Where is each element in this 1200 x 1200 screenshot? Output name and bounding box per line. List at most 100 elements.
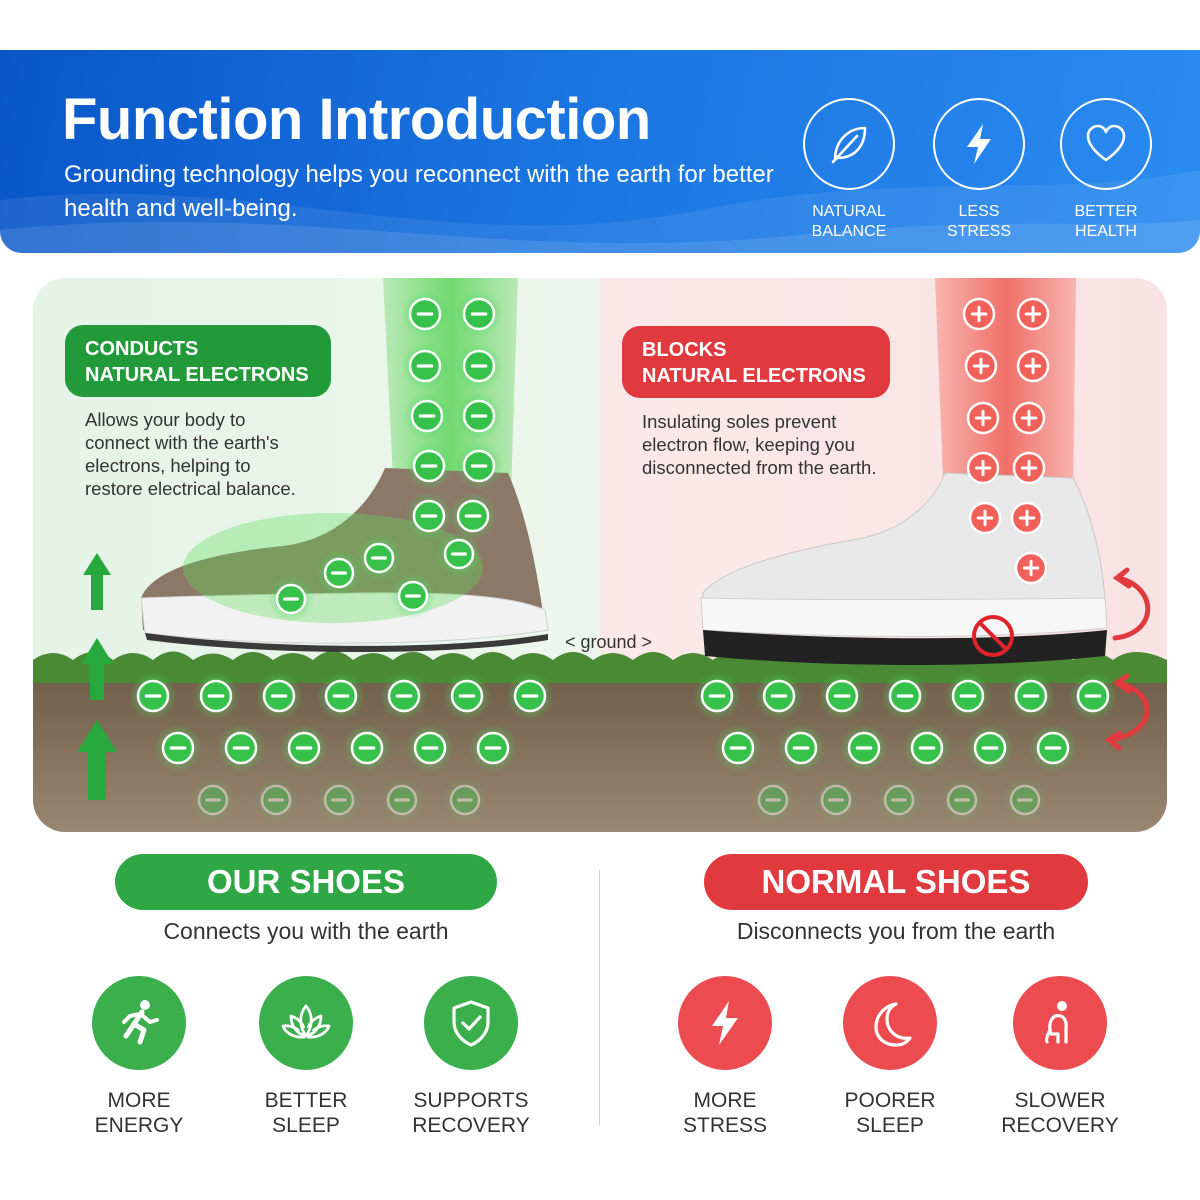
header-banner: Function Introduction Grounding technolo… [0,50,1200,253]
negative-electron-icon [390,573,436,619]
blocks-electrons-callout: BLOCKS NATURAL ELECTRONS [622,326,890,398]
negative-electron-icon [755,672,803,720]
running-person-icon [92,976,186,1070]
negative-electron-icon [449,492,497,540]
negative-electron-icon [217,724,265,772]
feature-slower-recovery: SLOWER RECOVERY [980,976,1140,1138]
benefit-label: NATURAL BALANCE [811,203,887,240]
positive-charge-icon [1012,451,1046,485]
negative-electron-icon [840,724,888,772]
negative-electron-icon [818,672,866,720]
feature-label: MORE STRESS [682,1089,768,1137]
negative-electron-icon [693,672,741,720]
negative-electron-icon [777,724,825,772]
tired-person-icon [1013,976,1107,1070]
negative-electron-icon [1002,777,1048,823]
negative-electron-icon [154,724,202,772]
feature-label: SUPPORTS RECOVERY [412,1089,530,1137]
benefit-label: LESS STRESS [946,203,1011,240]
feature-better-sleep: BETTER SLEEP [226,976,386,1138]
lotus-icon [259,976,353,1070]
negative-electron-icon [356,535,402,581]
benefit-label: BETTER HEALTH [1074,203,1138,240]
negative-electron-icon [268,576,314,622]
page-subtitle: Grounding technology helps you reconnect… [64,161,774,222]
conducts-electrons-callout: CONDUCTS NATURAL ELECTRONS [65,325,331,397]
grounding-illustration-panel: CONDUCTS NATURAL ELECTRONS Allows your b… [33,278,1167,832]
negative-electron-icon [405,442,453,490]
negative-electron-icon [939,777,985,823]
negative-electron-icon [944,672,992,720]
moon-icon [843,976,937,1070]
negative-electron-icon [405,492,453,540]
negative-electron-icon [750,777,796,823]
negative-electron-icon [280,724,328,772]
negative-electron-icon [436,531,482,577]
negative-electron-icon [714,724,762,772]
benefit-better-health: BETTER HEALTH [1041,98,1171,242]
green-up-arrows-icon [77,553,117,800]
lightning-icon [933,98,1025,190]
blocks-description: Insulating soles prevent electron flow, … [642,411,877,478]
right-shoe-insulating-sole [703,630,1107,665]
negative-electron-icon [469,724,517,772]
feature-label: BETTER SLEEP [264,1089,348,1137]
lightning-icon [678,976,772,1070]
negative-electron-icon [455,442,503,490]
negative-electron-icon [255,672,303,720]
negative-electron-icon [317,672,365,720]
red-return-arrow-icon [1104,567,1151,751]
negative-electron-icon [401,290,449,338]
negative-electron-icon [129,672,177,720]
negative-electron-icon [343,724,391,772]
positive-charge-icon [968,501,1002,535]
negative-electron-icon [380,672,428,720]
our-shoes-badge: OUR SHOES [115,854,497,910]
normal-shoes-tagline: Disconnects you from the earth [736,918,1056,944]
negative-electron-icon [903,724,951,772]
negative-electron-icon [506,672,554,720]
page-title: Function Introduction [62,87,651,152]
feature-label: MORE ENERGY [94,1089,184,1137]
header-wave-decoration [0,170,1200,253]
negative-electron-icon [403,392,451,440]
negative-electron-icon [813,777,859,823]
grounding-illustration [33,278,1167,832]
left-shoe-sole [140,592,549,644]
negative-electron-icon [876,777,922,823]
positive-charge-icon [966,401,1000,435]
positive-charge-icon [966,451,1000,485]
comparison-divider [599,870,600,1125]
negative-electron-icon [379,777,425,823]
negative-electron-icon [1069,672,1117,720]
heart-icon [1060,98,1152,190]
negative-electron-icon [192,672,240,720]
shield-check-icon [424,976,518,1070]
feature-supports-recovery: SUPPORTS RECOVERY [391,976,551,1138]
blocked-icon [972,615,1014,657]
negative-electron-icon [455,342,503,390]
ground-label: < ground > [565,632,653,652]
negative-electron-icon [966,724,1014,772]
normal-shoes-badge: NORMAL SHOES [704,854,1088,910]
negative-electron-icon [316,777,362,823]
negative-electron-icon [316,550,362,596]
negative-electron-icon [190,777,236,823]
negative-electron-icon [443,672,491,720]
feature-label: POORER SLEEP [844,1089,936,1137]
positive-charge-icon [1016,297,1050,331]
positive-charge-icon [1012,401,1046,435]
feature-more-stress: MORE STRESS [645,976,805,1138]
our-shoes-tagline: Connects you with the earth [163,918,449,944]
feature-label: SLOWER RECOVERY [1001,1089,1119,1137]
positive-charge-icon [962,297,996,331]
positive-charge-icon [1010,501,1044,535]
feature-more-energy: MORE ENERGY [59,976,219,1138]
negative-electron-icon [455,392,503,440]
leaf-icon [803,98,895,190]
positive-charge-icon [1014,551,1048,585]
positive-charge-icon [964,349,998,383]
negative-electron-icon [442,777,488,823]
negative-electron-icon [455,290,503,338]
conducts-description: Allows your body to connect with the ear… [85,409,296,499]
